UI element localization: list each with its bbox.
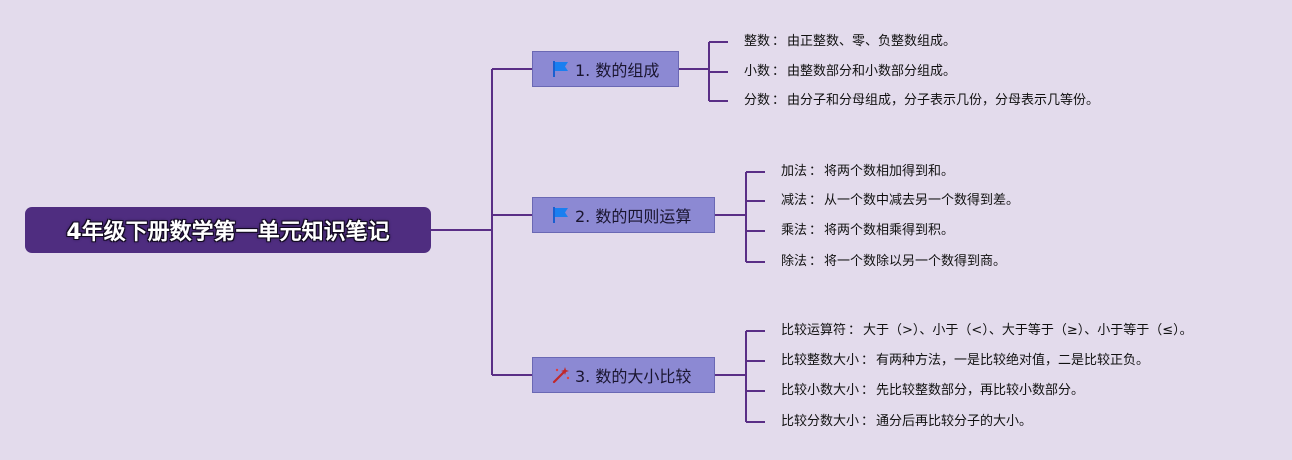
- leaf-integer[interactable]: 整数：由正整数、零、负整数组成。: [744, 34, 956, 50]
- leaf-value: 从一个数中减去另一个数得到差。: [824, 193, 1020, 208]
- branch-composition[interactable]: 1. 数的组成: [532, 51, 679, 87]
- leaf-value: 由整数部分和小数部分组成。: [787, 64, 957, 79]
- leaf-separator: ：: [809, 223, 823, 238]
- leaf-separator: ：: [772, 93, 786, 108]
- branch-comparison[interactable]: 3. 数的大小比较: [532, 357, 715, 393]
- leaf-division[interactable]: 除法：将一个数除以另一个数得到商。: [781, 254, 1006, 270]
- leaf-value: 由正整数、零、负整数组成。: [787, 34, 957, 49]
- leaf-comparison-operators[interactable]: 比较运算符：大于（>）、小于（<）、大于等于（≥）、小于等于（≤）。: [781, 323, 1193, 339]
- flag-icon: [553, 61, 568, 77]
- leaf-key: 分数: [744, 93, 771, 108]
- leaf-separator: ：: [848, 323, 862, 338]
- leaf-value: 将两个数相加得到和。: [824, 164, 955, 179]
- leaf-separator: ：: [861, 383, 875, 398]
- leaf-separator: ：: [809, 193, 823, 208]
- leaf-fraction[interactable]: 分数：由分子和分母组成，分子表示几份，分母表示几等份。: [744, 93, 1099, 109]
- leaf-multiplication[interactable]: 乘法：将两个数相乘得到积。: [781, 223, 954, 239]
- flag-icon: [553, 207, 568, 223]
- leaf-subtraction[interactable]: 减法：从一个数中减去另一个数得到差。: [781, 193, 1019, 209]
- leaf-separator: ：: [809, 254, 823, 269]
- leaf-key: 乘法: [781, 223, 808, 238]
- leaf-key: 比较运算符: [781, 323, 847, 338]
- root-topic[interactable]: 4年级下册数学第一单元知识笔记: [25, 207, 431, 253]
- leaf-compare-integers[interactable]: 比较整数大小：有两种方法，一是比较绝对值，二是比较正负。: [781, 353, 1149, 369]
- leaf-separator: ：: [861, 353, 875, 368]
- leaf-addition[interactable]: 加法：将两个数相加得到和。: [781, 164, 954, 180]
- leaf-key: 比较整数大小: [781, 353, 860, 368]
- leaf-compare-decimals[interactable]: 比较小数大小：先比较整数部分，再比较小数部分。: [781, 383, 1084, 399]
- branch-label: 1. 数的组成: [575, 61, 660, 80]
- leaf-decimal[interactable]: 小数：由整数部分和小数部分组成。: [744, 64, 956, 80]
- leaf-value: 将一个数除以另一个数得到商。: [824, 254, 1007, 269]
- branch-operations[interactable]: 2. 数的四则运算: [532, 197, 715, 233]
- leaf-key: 整数: [744, 34, 771, 49]
- leaf-separator: ：: [861, 414, 875, 429]
- branch-label: 2. 数的四则运算: [575, 207, 692, 226]
- leaf-key: 除法: [781, 254, 808, 269]
- leaf-value: 由分子和分母组成，分子表示几份，分母表示几等份。: [787, 93, 1100, 108]
- leaf-separator: ：: [772, 34, 786, 49]
- leaf-value: 有两种方法，一是比较绝对值，二是比较正负。: [876, 353, 1150, 368]
- leaf-key: 比较小数大小: [781, 383, 860, 398]
- leaf-value: 大于（>）、小于（<）、大于等于（≥）、小于等于（≤）。: [863, 323, 1193, 338]
- branch-label: 3. 数的大小比较: [575, 367, 692, 386]
- leaf-key: 小数: [744, 64, 771, 79]
- magic-wand-icon: [552, 367, 570, 384]
- leaf-value: 通分后再比较分子的大小。: [876, 414, 1033, 429]
- leaf-separator: ：: [772, 64, 786, 79]
- leaf-key: 加法: [781, 164, 808, 179]
- leaf-key: 减法: [781, 193, 808, 208]
- leaf-separator: ：: [809, 164, 823, 179]
- root-title: 4年级下册数学第一单元知识笔记: [66, 220, 390, 245]
- leaf-value: 先比较整数部分，再比较小数部分。: [876, 383, 1085, 398]
- leaf-key: 比较分数大小: [781, 414, 860, 429]
- leaf-value: 将两个数相乘得到积。: [824, 223, 955, 238]
- leaf-compare-fractions[interactable]: 比较分数大小：通分后再比较分子的大小。: [781, 414, 1032, 430]
